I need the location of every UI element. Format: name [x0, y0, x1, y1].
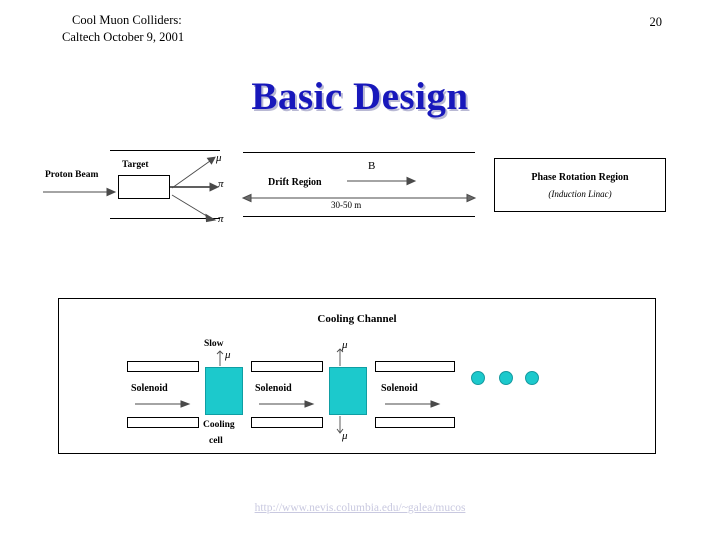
target-label: Target — [122, 160, 149, 170]
slide-header: Cool Muon Colliders: Caltech October 9, … — [60, 12, 360, 46]
channel-wall-top — [110, 150, 220, 151]
phase-rotation-subtitle: (Induction Linac) — [548, 189, 612, 199]
cooling-cell-label-line1: Cooling — [203, 420, 235, 430]
cell-2-muon-symbol-bottom: μ — [342, 430, 348, 442]
solenoid-bar-1-bottom — [127, 417, 199, 428]
solenoid-label-3: Solenoid — [381, 383, 418, 394]
slow-muon-label: Slow — [204, 339, 224, 349]
cell-2-muon-symbol-top: μ — [342, 339, 348, 351]
magnetic-field-symbol-label: B — [368, 160, 376, 172]
pion-down-arrow — [171, 194, 217, 223]
footer-url-link[interactable]: http://www.nevis.columbia.edu/~galea/muc… — [254, 502, 466, 514]
channel-wall-bottom — [110, 218, 220, 219]
slow-muon-in-arrow — [216, 350, 224, 366]
cooling-cell-1 — [205, 367, 243, 415]
cell-1-muon-symbol: μ — [225, 349, 231, 361]
cooling-cell-2 — [329, 367, 367, 415]
phase-rotation-title: Phase Rotation Region — [531, 172, 629, 183]
drift-length-label: 30-50 m — [331, 200, 362, 210]
target-box — [118, 175, 170, 199]
page-number: 20 — [649, 15, 663, 29]
cell-2-muon-in-arrow — [336, 348, 344, 366]
pion-forward-arrow — [170, 182, 220, 192]
drift-wall-top — [243, 152, 475, 153]
ellipsis-dot-1 — [471, 371, 485, 385]
solenoid-bar-2-top — [251, 361, 323, 372]
solenoid-bar-3-top — [375, 361, 455, 372]
solenoid-bar-2-bottom — [251, 417, 323, 428]
drift-region-diagram: Drift Region B 30-50 m — [241, 150, 483, 222]
muon-arrow — [171, 156, 216, 189]
cooling-channel-title: Cooling Channel — [317, 313, 397, 325]
solenoid-arrow-3 — [385, 400, 441, 408]
solenoid-label-1: Solenoid — [131, 383, 168, 394]
page-title: Basic Design — [251, 75, 469, 118]
cooling-cell-label-line2: cell — [209, 436, 223, 446]
solenoid-bar-3-bottom — [375, 417, 455, 428]
proton-beam-arrow — [43, 187, 117, 197]
ellipsis-dot-3 — [525, 371, 539, 385]
header-line-1: Cool Muon Colliders: — [72, 13, 182, 27]
drift-wall-bottom — [243, 216, 475, 217]
muon-symbol-label: μ — [216, 152, 222, 164]
phase-rotation-region-box: Phase Rotation Region (Induction Linac) — [494, 158, 666, 212]
drift-length-dimension-arrow — [241, 193, 477, 203]
pion-down-symbol-label: π — [218, 213, 224, 225]
solenoid-bar-1-top — [127, 361, 199, 372]
cell-2-muon-out-arrow — [336, 416, 344, 434]
ellipsis-dot-2 — [499, 371, 513, 385]
cooling-channel-box: Cooling Channel Solenoid Slow μ Cooling … — [58, 298, 656, 454]
header-line-2: Caltech October 9, 2001 — [62, 30, 185, 44]
solenoid-arrow-1 — [135, 400, 191, 408]
solenoid-label-2: Solenoid — [255, 383, 292, 394]
proton-beam-label: Proton Beam — [45, 170, 99, 180]
proton-target-diagram: Proton Beam Target μ π π — [40, 150, 255, 230]
solenoid-arrow-2 — [259, 400, 315, 408]
drift-region-label: Drift Region — [268, 177, 322, 188]
pion-forward-symbol-label: π — [218, 178, 224, 190]
magnetic-field-arrow — [347, 176, 417, 186]
